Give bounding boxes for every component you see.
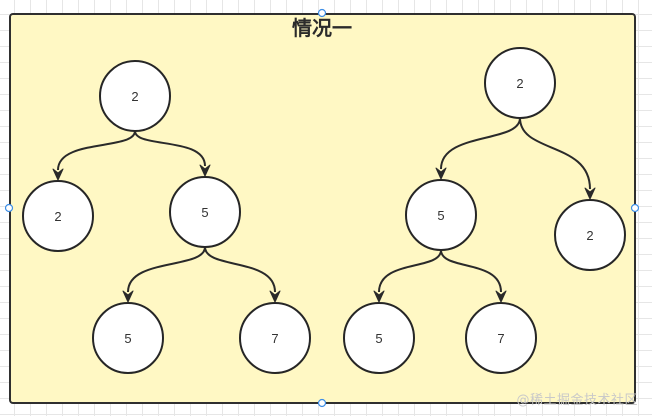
node-circle[interactable]: [554, 199, 626, 271]
tree-node-R_lr[interactable]: 7: [465, 302, 537, 374]
tree-node-R_ll[interactable]: 5: [343, 302, 415, 374]
selection-handles: [4, 8, 640, 408]
node-value: 5: [375, 331, 382, 346]
node-circle[interactable]: [405, 179, 477, 251]
watermark-text: @稀土掘金技术社区: [516, 393, 638, 408]
edge-R_left-to-R_lr[interactable]: [440, 249, 502, 293]
node-circle[interactable]: [484, 47, 556, 119]
arrowhead-L_rr: [269, 290, 281, 303]
arrowhead-R_left: [435, 167, 447, 180]
edge-L_right-to-L_rr[interactable]: [204, 246, 276, 293]
node-circle[interactable]: [92, 302, 164, 374]
tree-node-L_root[interactable]: 2: [99, 60, 171, 132]
tree-node-L_rl[interactable]: 5: [92, 302, 164, 374]
tree-node-L_rr[interactable]: 7: [239, 302, 311, 374]
node-circle[interactable]: [465, 302, 537, 374]
arrowhead-L_rl: [122, 290, 134, 303]
node-value: 5: [201, 205, 208, 220]
node-value: 2: [131, 89, 138, 104]
node-circle[interactable]: [343, 302, 415, 374]
node-value: 7: [497, 331, 504, 346]
resize-handle-bottom[interactable]: [317, 398, 327, 408]
tree-node-L_right[interactable]: 5: [169, 176, 241, 248]
node-value: 5: [124, 331, 131, 346]
edges-layer: [52, 117, 596, 303]
arrowhead-R_right: [584, 187, 596, 200]
node-circle[interactable]: [169, 176, 241, 248]
node-value: 2: [586, 228, 593, 243]
panel-title: 情况一: [292, 16, 352, 40]
nodes-layer: 2 2 5 5 7 2 5 2 5 7: [22, 47, 626, 374]
tree-node-R_root[interactable]: 2: [484, 47, 556, 119]
edge-R_left-to-R_ll[interactable]: [378, 249, 442, 293]
resize-handle-right[interactable]: [630, 203, 640, 213]
edge-L_root-to-L_right[interactable]: [134, 130, 206, 167]
tree-node-R_left[interactable]: 5: [405, 179, 477, 251]
arrowhead-R_ll: [373, 290, 385, 303]
edge-L_right-to-L_rl[interactable]: [127, 246, 206, 293]
arrowhead-L_left: [52, 168, 64, 181]
tree-node-L_left[interactable]: 2: [22, 180, 94, 252]
node-circle[interactable]: [239, 302, 311, 374]
resize-handle-top[interactable]: [317, 8, 327, 18]
edge-L_root-to-L_left[interactable]: [57, 130, 136, 171]
node-value: 2: [516, 76, 523, 91]
edge-R_root-to-R_right[interactable]: [519, 117, 591, 190]
node-value: 5: [437, 208, 444, 223]
resize-handle-left[interactable]: [4, 203, 14, 213]
tree-node-R_right[interactable]: 2: [554, 199, 626, 271]
node-value: 7: [271, 331, 278, 346]
arrowhead-L_right: [199, 164, 211, 177]
node-value: 2: [54, 209, 61, 224]
node-circle[interactable]: [22, 180, 94, 252]
node-circle[interactable]: [99, 60, 171, 132]
arrowhead-R_lr: [495, 290, 507, 303]
edge-R_root-to-R_left[interactable]: [440, 117, 521, 170]
